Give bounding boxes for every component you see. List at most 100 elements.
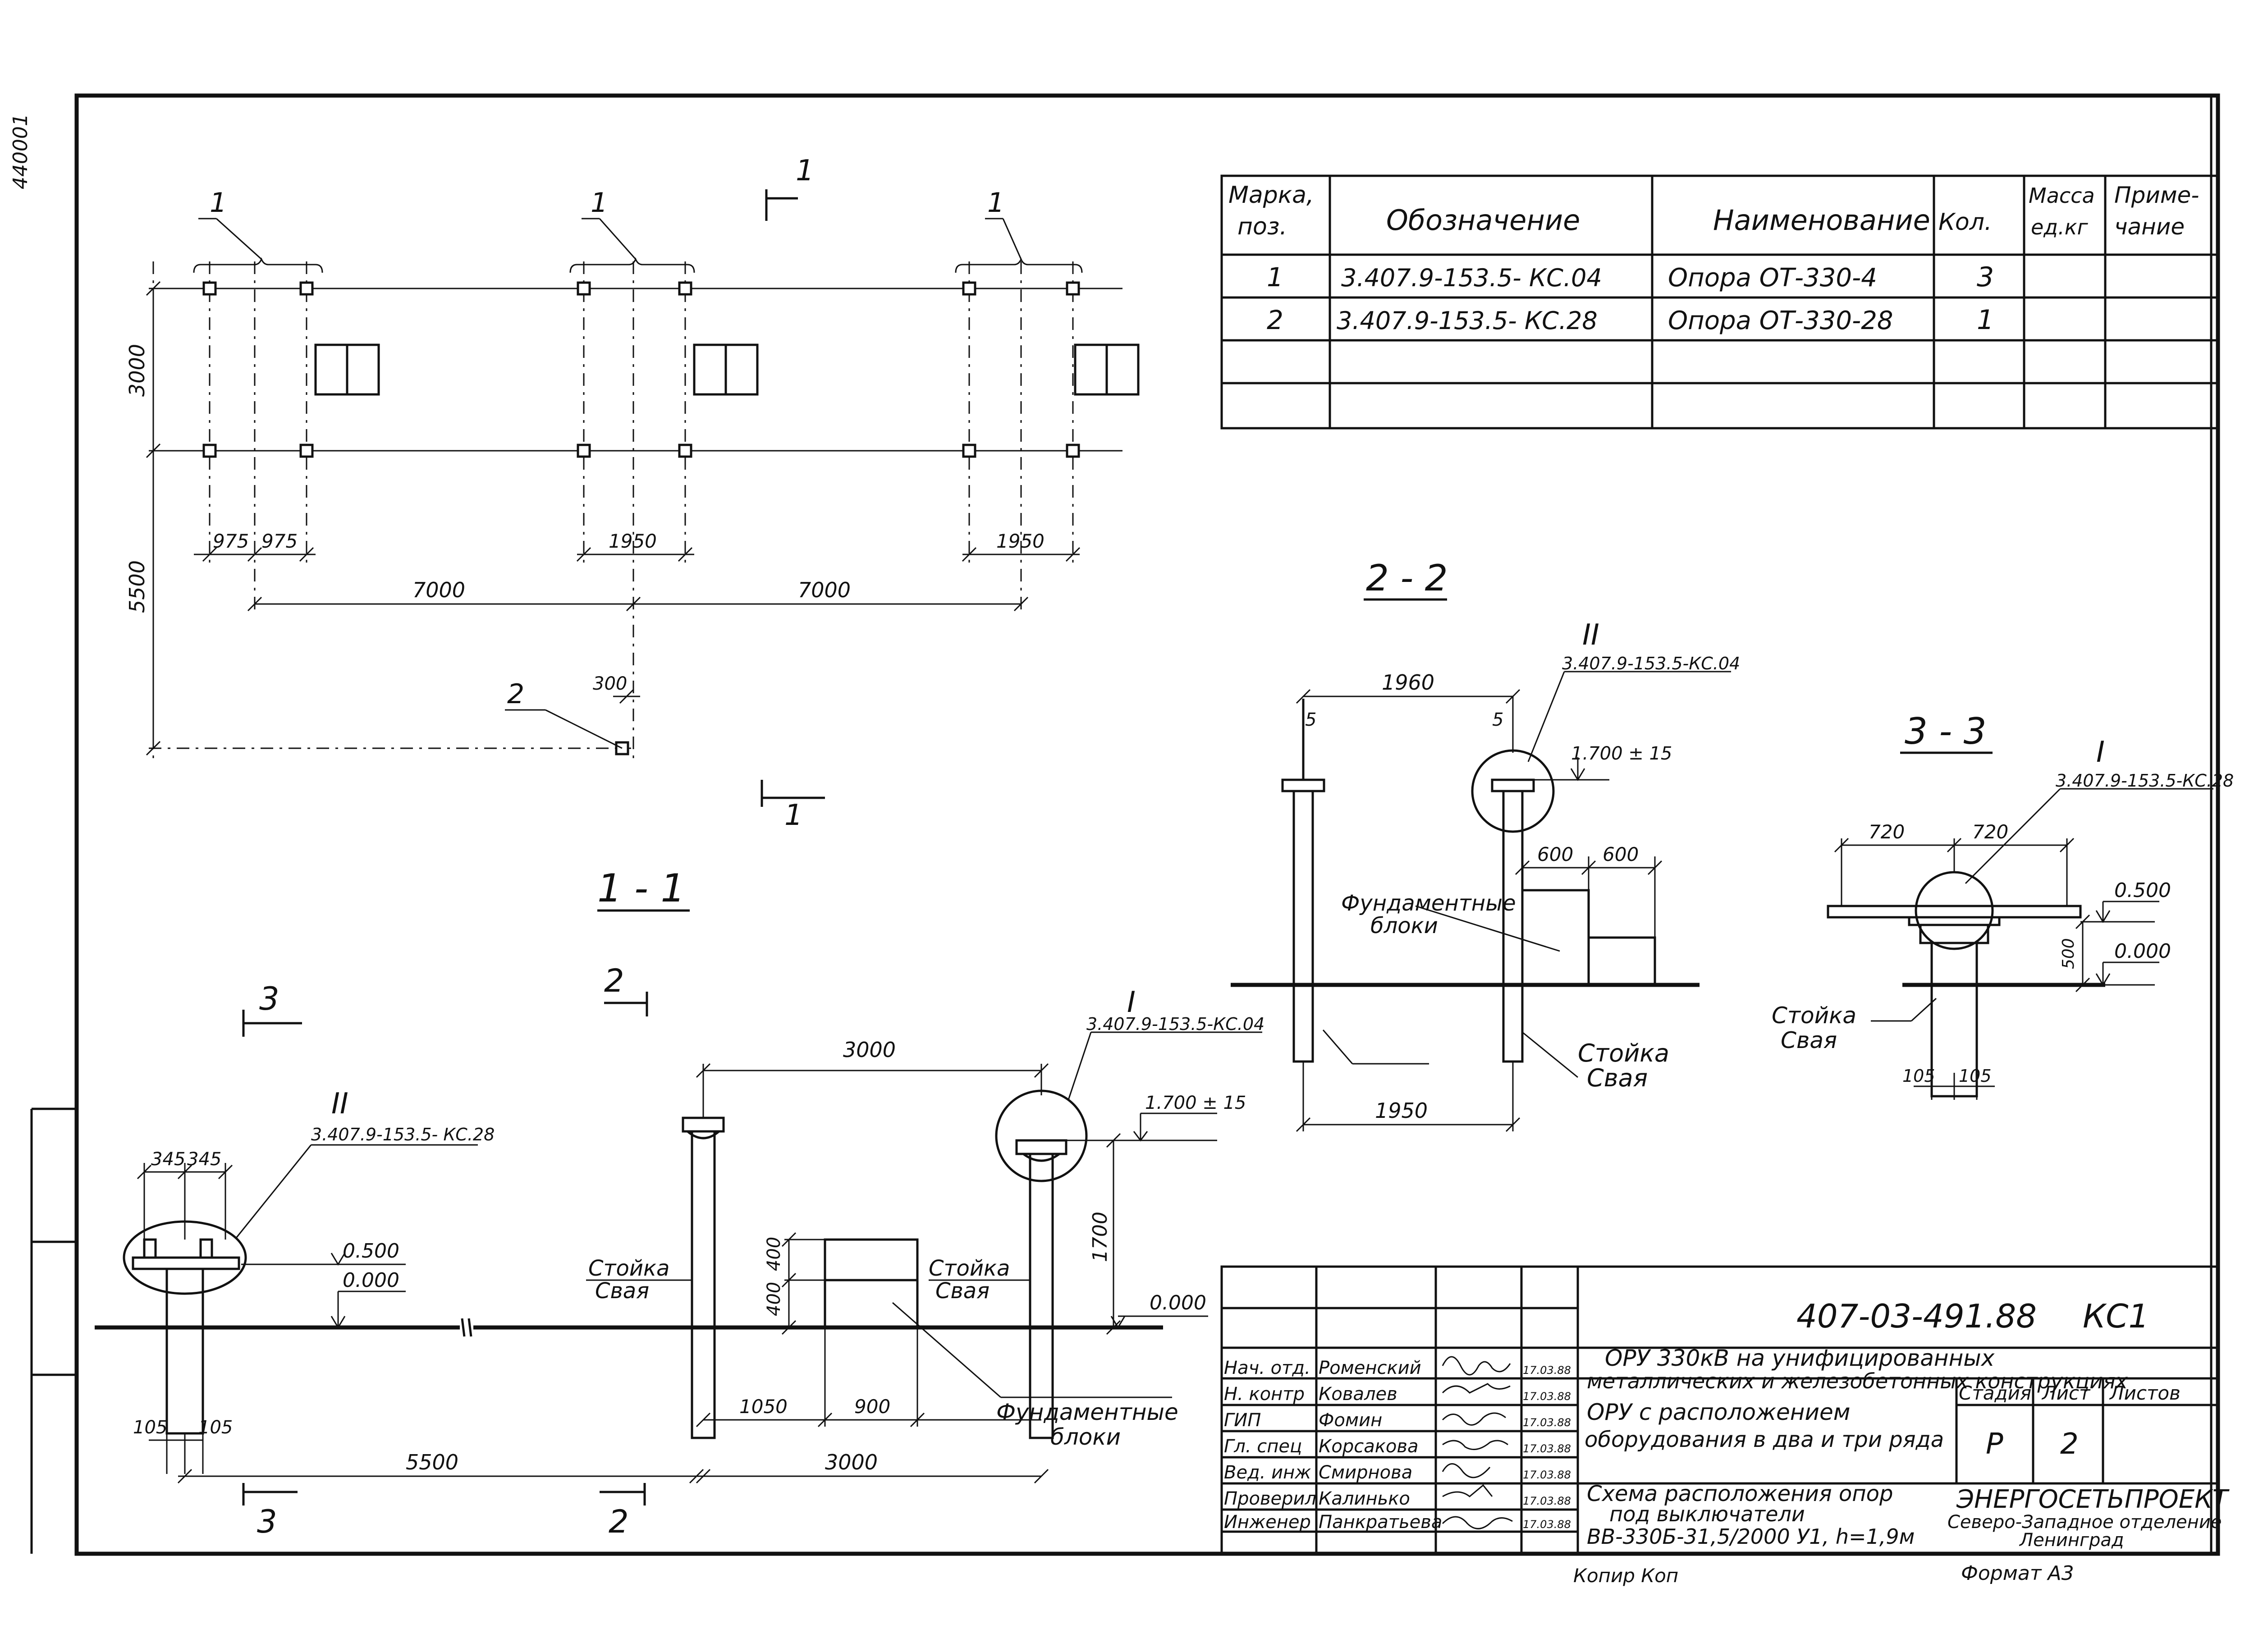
spec-table: Марка, поз. Обозначение Наименование Кол… [1220,174,2219,430]
foundation-blocks-1-1 [824,1238,919,1329]
staff-role-4: Вед. инж [1224,1462,1311,1483]
hdr-designation: Обозначение [1386,204,1580,237]
hdr-note-1: Приме- [2114,182,2199,208]
node-II-2-2-ref: 3.407.9-153.5-КС.04 [1562,654,1740,673]
title1-line-1: ОРУ с расположением [1587,1399,1850,1425]
fund-2-2-label-1: Фундаментные [1341,891,1516,916]
staff-role-0: Нач. отд. [1224,1358,1310,1378]
sheets-label: Листов [2109,1382,2181,1404]
hdr-qty: Кол. [1938,209,1992,236]
row-1-pos: 1 [1267,262,1283,293]
dim-600b: 600 [1603,843,1639,865]
stage-value: Р [1986,1428,2003,1461]
dim-720a: 720 [1869,821,1905,843]
project-line-1: ОРУ 330кВ на унифицированных [1605,1345,1995,1371]
node-I-label: I [1127,986,1136,1019]
pile-markers [202,281,1080,755]
node-I-3-3-ref: 3.407.9-153.5-КС.28 [2056,771,2234,791]
hdr-name: Наименование [1713,204,1930,237]
plan-dim-7000b: 7000 [798,578,851,602]
foundation-blocks-plan [314,343,1140,396]
level-0000-left: 0.000 [343,1269,399,1292]
dim-345a: 345 [151,1149,185,1170]
staff-name-4: Смирнова [1319,1462,1412,1483]
dim-345b: 345 [187,1149,221,1170]
title2-line-1: Схема расположения опор [1587,1481,1893,1506]
dim-600a: 600 [1537,843,1573,865]
staff-name-3: Корсакова [1319,1436,1418,1457]
staff-date-4: 17.03.88 [1523,1469,1571,1481]
dim-1050: 1050 [739,1396,788,1418]
staff-role-5: Проверил [1224,1488,1316,1509]
staff-date-2: 17.03.88 [1523,1416,1571,1429]
plan-dim-300: 300 [593,673,627,694]
plan-dim-3000: 3000 [125,344,149,397]
dim-105b-3-3: 105 [1959,1066,1992,1086]
section-mark-2-bottom: 2 [609,1503,629,1540]
dim-1950-2-2: 1950 [1375,1098,1428,1123]
org-line-1: ЭНЕРГОСЕТЬПРОЕКТ [1956,1485,2230,1514]
pos-label-1c: 1 [987,187,1004,219]
section-1-1-title: 1 - 1 [597,866,685,911]
staff-role-6: Инженер [1224,1512,1311,1533]
hdr-note-2: чание [2114,214,2185,240]
sheet-frame: 440001 Копир Коп Формат А3 [9,93,2220,1587]
hdr-mark-1: Марка, [1228,182,1314,209]
svaya-2-2-label: Свая [1587,1064,1648,1092]
title-block: 407-03-491.88 КС1 ОРУ 330кВ на унифициро… [1220,1265,2230,1555]
section-1-1: 1 - 1 3 2 3 2 II 3.407.9-153.5- КС.28 [95,866,1264,1540]
fund-label-1: Фундаментные [996,1399,1178,1425]
plan-dim-975b: 975 [261,530,298,552]
row-1-qty: 3 [1977,261,1994,293]
column-3-3 [1827,871,2082,1098]
dim-1700: 1700 [1089,1212,1112,1262]
plan-view: 1 1 1 2 1 1 3000 5500 975 975 1950 [125,154,1140,832]
dim-105b: 105 [198,1417,233,1438]
dim-500: 500 [2059,938,2078,969]
doc-code: 407-03-491.88 [1796,1297,2037,1335]
svaya-3-3-label: Свая [1781,1027,1837,1053]
sheet-value: 2 [2060,1428,2079,1461]
org-line-2: Северо-Западное отделение [1947,1512,2222,1533]
middle-column [682,1117,725,1439]
stoika-2-2-label: Стойка [1578,1039,1669,1067]
section-mark-2: 2 [604,962,624,999]
hdr-mass-1: Масса [2029,183,2095,208]
org-line-3: Ленинград [2019,1530,2124,1551]
section-2-2-title: 2 - 2 [1366,557,1448,599]
staff-name-6: Панкратьева [1319,1512,1442,1533]
node-II-2-2-label: II [1582,618,1599,652]
fund-label-2: блоки [1050,1424,1121,1450]
staff-role-1: Н. контр [1224,1384,1305,1405]
staff-rows: Нач. отд. Роменский 17.03.88 Н. контр Ко… [1224,1358,1571,1533]
dim-3000-top: 3000 [843,1038,896,1062]
dim-5500: 5500 [406,1450,458,1474]
title1-line-2: оборудования в два и три ряда [1585,1427,1944,1452]
side-label: 440001 [9,114,32,189]
row-1-name: Опора ОТ-330-4 [1668,263,1877,293]
staff-date-6: 17.03.88 [1523,1518,1571,1531]
staff-date-3: 17.03.88 [1523,1442,1571,1455]
dim-5a: 5 [1305,709,1316,730]
dim-1960: 1960 [1382,670,1434,695]
level-0500-3-3: 0.500 [2114,879,2171,902]
staff-name-0: Роменский [1319,1358,1421,1378]
row-2-name: Опора ОТ-330-28 [1668,306,1893,335]
plan-dim-1950b: 1950 [996,530,1045,552]
plan-dim-5500: 5500 [125,560,149,613]
column-2-2-left [1281,699,1325,1063]
hdr-mark-2: поз. [1237,213,1287,240]
section-3-3: 3 - 3 I 3.407.9-153.5-КС.28 [1772,710,2234,1100]
hdr-mass-2: ед.кг [2031,215,2089,239]
svaya-label-1: Свая [595,1278,649,1304]
level-0500: 0.500 [343,1240,399,1263]
section-mark-3-bottom: 3 [257,1503,277,1540]
dim-105a-3-3: 105 [1902,1066,1935,1086]
section-mark-3: 3 [259,980,279,1017]
section-3-3-title: 3 - 3 [1905,710,1987,752]
staff-name-5: Калинько [1319,1488,1410,1509]
pos-label-2: 2 [507,678,524,710]
svaya-label-2: Свая [935,1278,990,1304]
node-I-3-3-label: I [2096,736,2105,769]
